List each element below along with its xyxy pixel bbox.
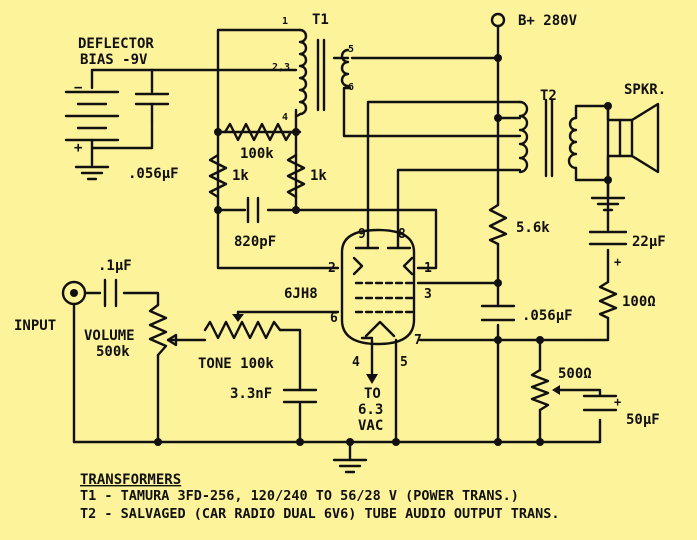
capacitors [103,92,628,412]
label-r-1k-left: 1k [232,168,249,184]
label-r-1k-right: 1k [310,168,327,184]
speaker [618,102,660,174]
label-t1-pin5: 5 [348,44,354,55]
bplus-terminal [490,12,506,28]
label-cap-056b: .056µF [522,308,573,324]
label-r-5k6: 5.6k [516,220,550,236]
label-cap-22u: 22µF [632,234,666,250]
label-cap-1u: .1µF [98,258,132,274]
label-cap-33n: 3.3nF [230,386,272,402]
label-r-500: 500Ω [558,366,592,382]
label-pin2: 2 [328,261,336,276]
label-tone: TONE 100k [198,356,274,372]
label-t1-pin4: 4 [282,112,288,123]
label-input: INPUT [14,318,56,334]
label-volume: VOLUME [84,328,135,344]
label-t1-pin6: 6 [348,82,354,93]
label-deflector: DEFLECTOR [78,36,154,52]
label-to-voltage: 6.3 [358,402,383,418]
label-plus-50u: + [614,395,621,409]
label-pin1: 1 [424,261,432,276]
label-bplus: B+ 280V [518,13,578,29]
heater-arrow [366,374,378,384]
transformer-t1 [294,28,350,118]
label-cap-056a: .056µF [128,166,179,182]
label-spkr: SPKR. [624,82,666,98]
label-to-vac: VAC [358,418,383,434]
label-r-100: 100Ω [622,294,656,310]
label-cap-820p: 820pF [234,234,276,250]
label-pin4: 4 [352,355,360,370]
transformer-t2 [518,98,578,178]
label-pin8: 8 [398,227,406,242]
label-t1-note: T1 - TAMURA 3FD-256, 120/240 TO 56/28 V … [80,488,519,504]
label-t1: T1 [312,12,329,28]
label-pin5: 5 [400,355,408,370]
resistors [148,122,618,412]
label-r-100k: 100k [240,146,274,162]
label-battery-plus: + [74,140,82,156]
label-t2: T2 [540,88,557,104]
tube-6jh8 [340,228,416,346]
label-pin6: 6 [330,311,338,326]
label-plus-22u: + [614,255,621,269]
label-pin9: 9 [358,227,366,242]
label-volume-value: 500k [96,344,130,360]
ground-symbols [74,165,626,474]
wires [72,24,622,462]
input-jack [61,280,87,306]
junction-dots [154,54,612,446]
label-bias: BIAS -9V [80,52,148,68]
label-to: TO [364,386,381,402]
label-cap-50u: 50µF [626,412,660,428]
label-battery-minus: − [74,80,82,96]
label-pin7: 7 [414,333,422,348]
label-transformers-title: TRANSFORMERS [80,472,181,488]
bias-battery [64,90,120,142]
label-t1-pin1: 1 [282,16,288,27]
labels: T1 1 2,3 4 5 6 B+ 280V DEFLECTOR BIAS -9… [14,12,666,522]
label-t1-pin23: 2,3 [272,62,290,73]
label-tube: 6JH8 [284,286,318,302]
label-t2-note: T2 - SALVAGED (CAR RADIO DUAL 6V6) TUBE … [80,506,560,522]
label-pin3: 3 [424,287,432,302]
